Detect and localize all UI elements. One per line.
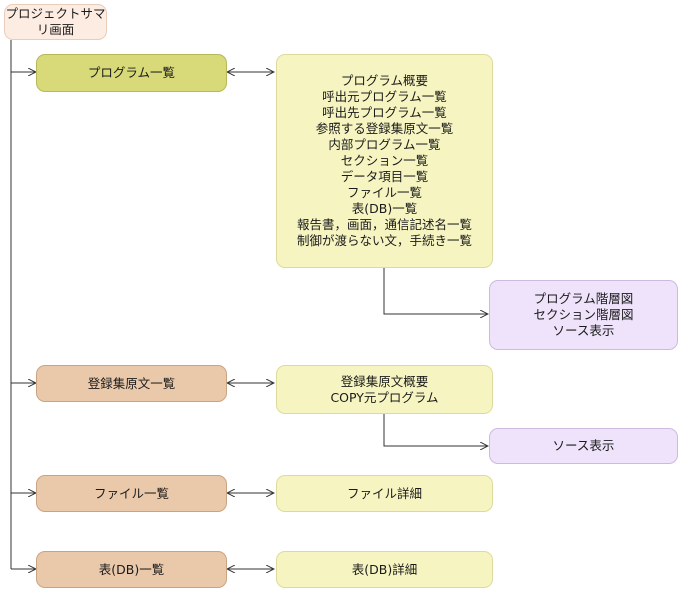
program-detail-box: プログラム概要 呼出元プログラム一覧 呼出先プログラム一覧 参照する登録集原文一… xyxy=(276,54,493,268)
program-detail-item: プログラム概要 xyxy=(340,73,429,88)
program-views-box: プログラム階層図 セクション階層図 ソース表示 xyxy=(489,280,678,350)
program-detail-item: 報告書，画面，通信記述名一覧 xyxy=(296,217,472,232)
program-view-item: セクション階層図 xyxy=(533,307,634,322)
file-list-label: ファイル一覧 xyxy=(93,485,169,501)
copybook-detail-item: COPY元プログラム xyxy=(330,389,439,405)
db-list-label: 表(DB)一覧 xyxy=(98,561,165,577)
copybook-detail-item: 登録集原文概要 xyxy=(340,373,429,389)
file-detail-box: ファイル詳細 xyxy=(276,475,493,512)
copybook-source-box: ソース表示 xyxy=(489,428,678,464)
program-view-item: プログラム階層図 xyxy=(533,291,634,306)
db-list-box: 表(DB)一覧 xyxy=(36,551,227,588)
program-detail-item: 呼出先プログラム一覧 xyxy=(322,105,447,120)
program-detail-item: 内部プログラム一覧 xyxy=(328,137,441,152)
project-summary-screen-label: プロジェクトサマリ画面 xyxy=(5,6,106,37)
program-detail-item: 呼出元プログラム一覧 xyxy=(322,89,447,104)
db-detail-label: 表(DB)詳細 xyxy=(351,561,418,577)
copybook-detail-box: 登録集原文概要 COPY元プログラム xyxy=(276,365,493,414)
file-list-box: ファイル一覧 xyxy=(36,475,227,512)
program-view-item: ソース表示 xyxy=(552,323,615,338)
project-summary-screen-box: プロジェクトサマリ画面 xyxy=(4,4,107,40)
program-detail-item: データ項目一覧 xyxy=(340,169,429,184)
program-detail-item: ファイル一覧 xyxy=(346,185,422,200)
file-detail-label: ファイル詳細 xyxy=(346,485,422,501)
program-detail-item: セクション一覧 xyxy=(340,153,429,168)
copybook-source-label: ソース表示 xyxy=(552,438,615,453)
db-detail-box: 表(DB)詳細 xyxy=(276,551,493,588)
program-detail-item: 参照する登録集原文一覧 xyxy=(315,121,454,136)
program-detail-item: 表(DB)一覧 xyxy=(351,201,418,216)
program-list-box: プログラム一覧 xyxy=(36,54,227,92)
program-detail-item: 制御が渡らない文，手続き一覧 xyxy=(296,233,472,248)
program-list-label: プログラム一覧 xyxy=(87,65,176,80)
copybook-list-box: 登録集原文一覧 xyxy=(36,365,227,402)
copybook-list-label: 登録集原文一覧 xyxy=(87,375,176,391)
